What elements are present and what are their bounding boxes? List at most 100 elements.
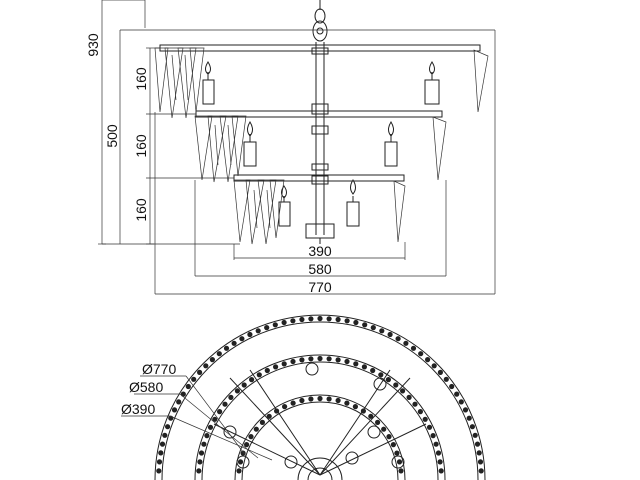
ring-inner-bead	[237, 459, 244, 465]
ring-outer-bead	[403, 340, 409, 346]
ring-inner-inner-edge	[241, 401, 399, 480]
ring-inner-bead	[368, 413, 374, 419]
ring-inner-bead	[344, 400, 350, 406]
ring-middle-bead	[370, 367, 376, 374]
plan-hub	[297, 457, 343, 480]
ring-inner-bead	[335, 397, 341, 404]
ring-inner-bead	[236, 468, 242, 474]
ring-inner-bead	[253, 426, 259, 432]
ring-middle-bead	[212, 416, 218, 422]
width-middle-label: 580	[308, 261, 332, 277]
ring-outer-bead	[466, 415, 472, 421]
candle-tier1-left	[202, 61, 215, 105]
ring-inner-bead	[282, 404, 288, 410]
ring-middle-bead	[234, 388, 240, 394]
ring-inner-bead	[398, 468, 404, 474]
ring-middle-bead	[433, 441, 439, 447]
height-tier2-label: 160	[133, 134, 149, 158]
ring-inner-bead	[375, 419, 381, 425]
ring-outer-outer-edge	[154, 314, 486, 480]
ring-outer-bead	[272, 322, 278, 328]
crystal-tier2-right	[432, 116, 447, 181]
width-inner-label: 390	[308, 243, 332, 259]
ring-inner-bead	[394, 450, 400, 456]
ring-outer-bead	[425, 357, 431, 363]
ring-outer-bead	[308, 316, 314, 322]
ring-outer-bead	[159, 441, 166, 447]
tier-arms	[159, 44, 481, 182]
diameter-labels: Ø770 Ø580 Ø390	[121, 361, 176, 417]
ring-outer-bead	[472, 432, 478, 438]
crystal-tier3-right	[393, 180, 406, 243]
ring-middle-bead	[290, 358, 296, 365]
ring-inner-bead	[396, 459, 403, 465]
ring-middle-bead	[204, 433, 210, 439]
ring-middle-bead	[400, 388, 406, 394]
ring-outer-bead	[449, 383, 455, 390]
plan-rings	[154, 314, 486, 480]
ring-middle-bead	[281, 361, 287, 367]
ring-middle-bead	[335, 357, 341, 363]
ring-outer-bead	[410, 345, 417, 351]
crystal-cluster-tier2-left	[194, 115, 247, 183]
plan-candle-cups	[223, 362, 405, 469]
ring-middle-outer-edge	[194, 354, 446, 480]
ring-inner-outer-edge	[234, 394, 406, 480]
ring-middle-bead	[241, 382, 247, 388]
ring-outer-bead	[281, 319, 287, 326]
ring-outer-bead	[158, 450, 164, 456]
ring-outer-bead	[387, 331, 393, 338]
crystal-prisms	[154, 47, 489, 245]
ring-middle-bead	[299, 357, 305, 363]
candle-tier3-right	[346, 179, 360, 227]
ring-outer-bead	[176, 399, 182, 405]
height-labels: 930 500 160 160 160	[85, 33, 149, 222]
ring-outer-bead	[156, 459, 163, 465]
ring-middle-bead	[326, 356, 332, 362]
ring-middle-bead	[417, 409, 423, 415]
candle-lights	[202, 61, 440, 227]
ring-middle-bead	[422, 416, 428, 422]
ring-inner-bead	[317, 395, 323, 402]
ring-middle-bead	[412, 401, 418, 407]
crystal-cluster-tier3-left	[233, 179, 285, 245]
ring-middle-bead	[222, 401, 228, 407]
ring-outer-bead	[290, 318, 296, 324]
ring-outer-bead	[165, 424, 171, 430]
ring-outer-bead	[362, 322, 368, 328]
ring-middle-bead	[430, 433, 436, 439]
diameter-inner-label: Ø390	[121, 401, 155, 417]
ring-outer-bead	[443, 376, 449, 382]
height-tier3-label: 160	[133, 198, 149, 222]
ring-outer-bead	[379, 328, 385, 334]
height-tier1-label: 160	[133, 67, 149, 91]
ring-middle-bead	[196, 468, 202, 474]
ring-outer-bead	[209, 357, 215, 363]
diameter-outer-label: Ø770	[142, 361, 176, 377]
ring-outer-bead	[317, 315, 323, 322]
ring-outer-bead	[231, 340, 237, 346]
ring-outer-bead	[454, 391, 460, 397]
ring-outer-bead	[344, 318, 350, 324]
candle-tier2-left	[243, 121, 257, 167]
ring-outer-bead	[370, 325, 376, 331]
ring-outer-bead	[469, 424, 475, 430]
plan-crystal-beads	[156, 315, 484, 474]
ring-outer-bead	[185, 383, 191, 390]
ring-outer-bead	[180, 391, 186, 397]
ring-middle-bead	[317, 355, 323, 362]
ring-middle-inner-edge	[201, 361, 439, 480]
ring-outer-bead	[162, 432, 168, 438]
ring-outer-bead	[353, 319, 359, 326]
ring-middle-bead	[437, 459, 443, 465]
ring-middle-bead	[406, 394, 412, 400]
plan-view: Ø770 Ø580 Ø390	[121, 314, 486, 480]
ring-middle-bead	[378, 372, 384, 378]
crystal-cluster-tier1-left	[154, 47, 205, 119]
ring-inner-bead	[352, 404, 358, 410]
ring-outer-inner-edge	[161, 321, 479, 480]
ring-inner-bead	[308, 396, 314, 402]
ring-middle-bead	[438, 468, 444, 474]
ring-middle-bead	[393, 382, 399, 388]
